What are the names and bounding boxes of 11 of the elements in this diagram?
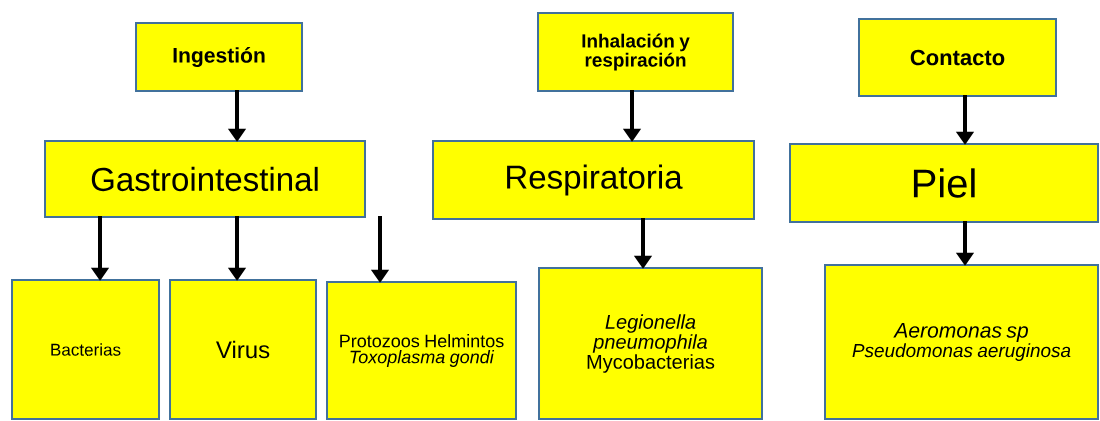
box: Aeromonas sp Pseudomonas aeruginosa [824, 264, 1099, 420]
box: Inhalación y respiración [537, 12, 734, 92]
box: Piel [789, 143, 1099, 223]
box: Protozoos Helmintos Toxoplasma gondi [326, 281, 517, 420]
box: Contacto [858, 18, 1057, 97]
box: Legionella pneumophila Mycobacterias [538, 267, 763, 420]
box: Gastrointestinal [44, 140, 366, 218]
box: Virus [169, 279, 317, 420]
box: Bacterias [11, 279, 160, 420]
box: Ingestión [135, 22, 303, 92]
box: Respiratoria [432, 140, 755, 220]
